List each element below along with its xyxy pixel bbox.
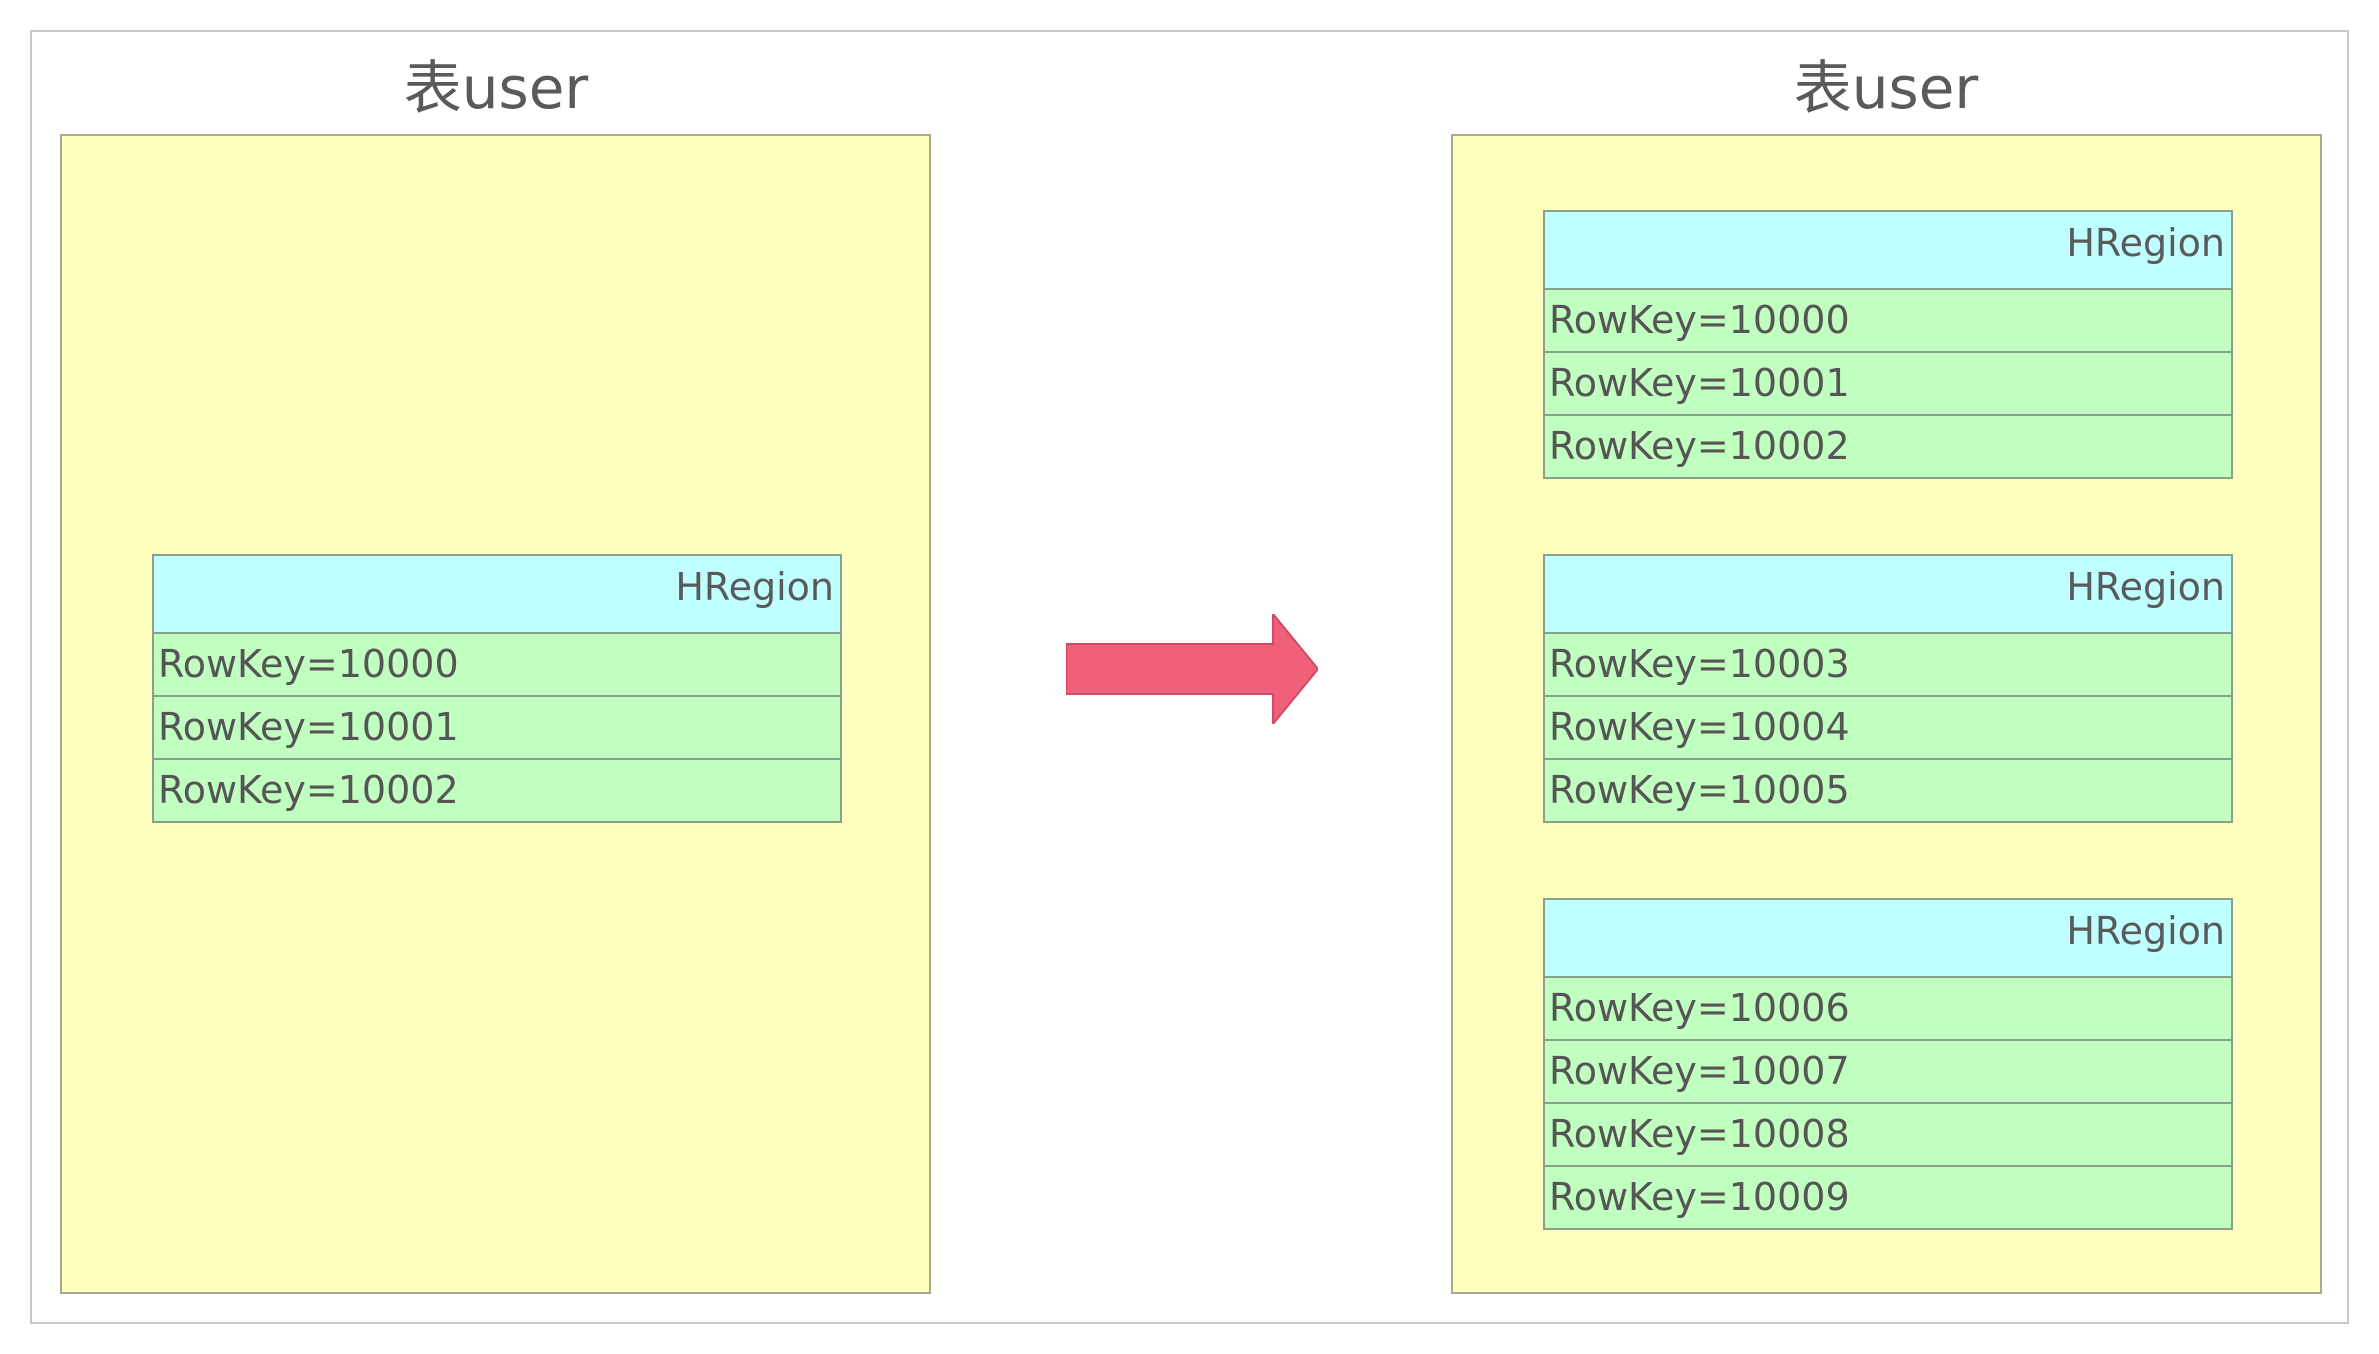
rowkey-row: RowKey=10001	[154, 697, 840, 760]
right-region-1: HRegion RowKey=10000 RowKey=10001 RowKey…	[1543, 210, 2233, 479]
rowkey-row: RowKey=10008	[1545, 1104, 2231, 1167]
rowkey-row: RowKey=10006	[1545, 978, 2231, 1041]
rowkey-row: RowKey=10004	[1545, 697, 2231, 760]
rowkey-row: RowKey=10002	[154, 760, 840, 821]
left-region-1: HRegion RowKey=10000 RowKey=10001 RowKey…	[152, 554, 842, 823]
rowkey-row: RowKey=10000	[154, 634, 840, 697]
rowkey-row: RowKey=10005	[1545, 760, 2231, 821]
right-region-3: HRegion RowKey=10006 RowKey=10007 RowKey…	[1543, 898, 2233, 1230]
left-table-title: 表user	[403, 54, 589, 122]
right-table-title: 表user	[1793, 54, 1979, 122]
region-header: HRegion	[154, 556, 840, 634]
region-header: HRegion	[1545, 556, 2231, 634]
split-arrow-icon	[1066, 614, 1318, 724]
right-table-box: HRegion RowKey=10000 RowKey=10001 RowKey…	[1451, 134, 2322, 1294]
region-header: HRegion	[1545, 900, 2231, 978]
rowkey-row: RowKey=10000	[1545, 290, 2231, 353]
rowkey-row: RowKey=10009	[1545, 1167, 2231, 1228]
right-region-2: HRegion RowKey=10003 RowKey=10004 RowKey…	[1543, 554, 2233, 823]
rowkey-row: RowKey=10007	[1545, 1041, 2231, 1104]
rowkey-row: RowKey=10001	[1545, 353, 2231, 416]
rowkey-row: RowKey=10003	[1545, 634, 2231, 697]
rowkey-row: RowKey=10002	[1545, 416, 2231, 477]
region-header: HRegion	[1545, 212, 2231, 290]
left-table-box: HRegion RowKey=10000 RowKey=10001 RowKey…	[60, 134, 931, 1294]
